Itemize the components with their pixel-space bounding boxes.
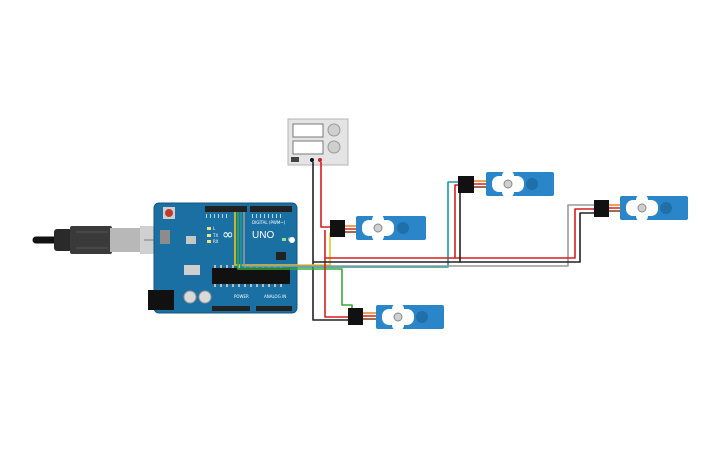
atmega-chip (212, 268, 290, 284)
current-knob[interactable] (327, 140, 341, 154)
digital-label: DIGITAL (PWM~) (252, 220, 286, 225)
servo-2[interactable] (348, 303, 444, 331)
power-header (212, 306, 250, 311)
capacitor-1 (183, 290, 197, 304)
power-label: POWER (234, 294, 249, 299)
capacitor-2 (198, 290, 212, 304)
wires (234, 162, 596, 321)
digital-header-left (205, 206, 247, 212)
tx-led-label: TX (212, 233, 218, 238)
on-led (282, 238, 286, 241)
negative-terminal[interactable] (310, 158, 314, 162)
rx-led-label: RX (213, 239, 219, 244)
reset-button-cap[interactable] (165, 209, 173, 217)
wire-supply-positive (320, 162, 345, 228)
voltage-display (292, 123, 324, 138)
wire-supply-negative (312, 162, 352, 321)
servo-4[interactable] (594, 194, 688, 222)
rx-led (207, 240, 211, 243)
positive-terminal[interactable] (318, 158, 322, 162)
servo-1[interactable] (330, 214, 426, 242)
wire-signal-servo-3 (240, 181, 458, 268)
voltage-knob[interactable] (327, 123, 341, 137)
power-switch[interactable] (291, 157, 299, 162)
l-led-label: L (213, 226, 216, 231)
tx-led (207, 234, 211, 237)
icsp-header (276, 252, 286, 260)
usb-cable[interactable] (32, 226, 166, 254)
analog-label: ANALOG IN (264, 294, 286, 299)
wire-signal-servo-2 (237, 212, 353, 314)
wire-red-bus-servo-2 (324, 258, 352, 318)
l-led (207, 227, 211, 230)
arduino-logo-icon: ∞ (222, 227, 234, 243)
analog-header (256, 306, 292, 311)
wire-red-bus-servo-4 (455, 208, 596, 259)
usb-port (160, 230, 170, 244)
wire-black-bus-servo-4 (460, 212, 596, 263)
board-brand: UNO (252, 230, 274, 241)
mounting-hole (289, 237, 295, 243)
servo-3[interactable] (458, 170, 554, 198)
voltage-regulator (184, 265, 200, 275)
crystal (186, 236, 196, 244)
digital-header-right (250, 206, 292, 212)
wire-signal-servo-4 (243, 204, 596, 267)
power-supply[interactable] (287, 118, 349, 166)
current-display (292, 140, 324, 155)
dc-barrel-jack (148, 290, 174, 310)
arduino-uno-board[interactable]: DIGITAL (PWM~) L TX RX ∞ UNO ON (148, 202, 298, 314)
